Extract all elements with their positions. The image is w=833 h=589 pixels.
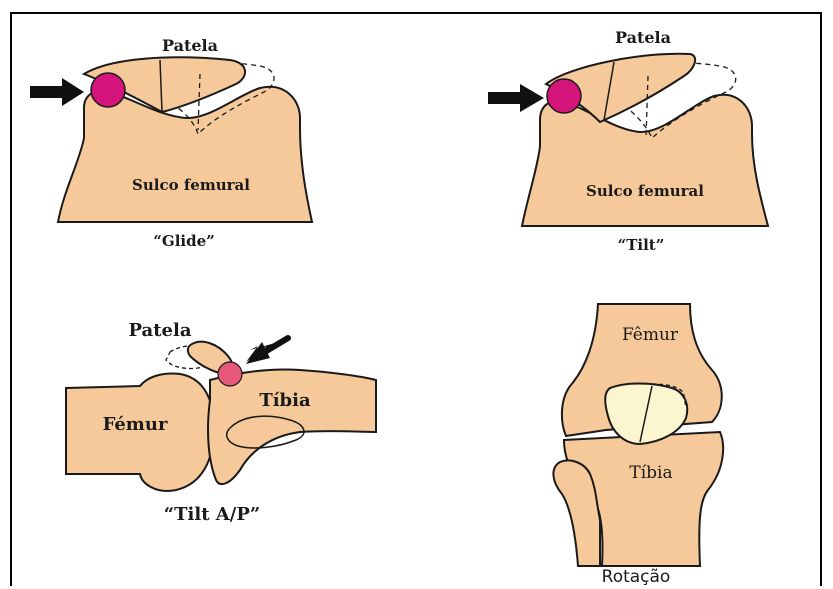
- arrow-right-icon: [30, 78, 84, 106]
- femur-label: Fémur: [103, 414, 168, 435]
- caption-glide: “Glide”: [153, 232, 215, 250]
- sulco-label: Sulco femural: [132, 176, 250, 194]
- tibia-label: Tíbia: [259, 390, 311, 411]
- femur-label: Fêmur: [622, 325, 679, 345]
- panel-rotation: Fêmur Tíbia Rotação: [553, 304, 723, 587]
- caption-rotation: Rotação: [602, 567, 671, 587]
- contact-point: [218, 362, 242, 386]
- patela-label: Patela: [162, 36, 218, 55]
- tibia-label: Tíbia: [629, 463, 672, 483]
- panel-glide: Patela Sulco femural “Glide”: [30, 36, 312, 250]
- contact-point: [547, 79, 581, 113]
- panel-tilt-ap: Patela Fémur Tíbia “Tilt A/P”: [66, 320, 376, 525]
- arrow-right-icon: [488, 84, 544, 112]
- femur-groove-shape: [522, 95, 768, 226]
- patela-label: Patela: [615, 28, 671, 47]
- panel-tilt: Patela Sulco femural “Tilt”: [488, 28, 768, 254]
- sulco-label: Sulco femural: [586, 182, 704, 200]
- patela-label: Patela: [129, 320, 192, 341]
- caption-tilt: “Tilt”: [618, 236, 665, 254]
- tibia-shape: [208, 369, 376, 484]
- contact-point: [91, 73, 125, 107]
- femur-groove-shape: [58, 87, 312, 222]
- caption-tilt-ap: “Tilt A/P”: [164, 504, 260, 525]
